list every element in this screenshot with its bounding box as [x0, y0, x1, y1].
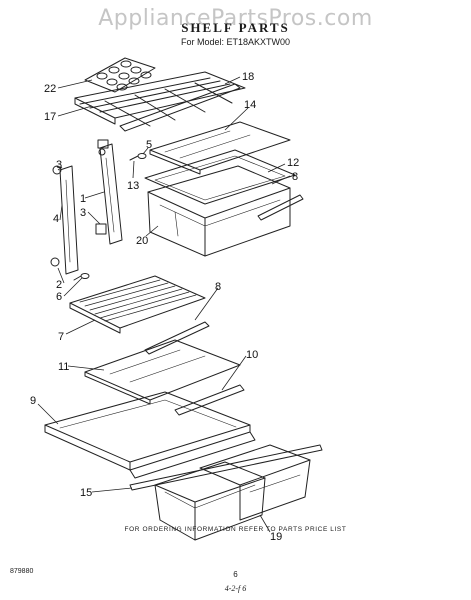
callout-5: 5: [146, 139, 152, 151]
shelf-rail-left: [59, 165, 79, 275]
crisper-drawer-right: [199, 444, 311, 521]
bracket-top: [97, 139, 109, 156]
callout-10: 10: [246, 349, 258, 361]
revision-mark: 4-2-f 6: [224, 584, 247, 593]
wire-shelf-7: [69, 275, 206, 334]
callout-14: 14: [244, 99, 256, 111]
callout-19: 19: [270, 531, 282, 543]
ordering-info: FOR ORDERING INFORMATION REFER TO PARTS …: [124, 526, 347, 533]
frame-strip-10: [174, 384, 245, 416]
callout-18: 18: [242, 71, 254, 83]
egg-tray: [84, 57, 156, 93]
callout-3-lower: 3: [80, 207, 86, 219]
callout-12: 12: [287, 157, 299, 169]
callout-13: 13: [127, 180, 139, 192]
trim-strip-8a: [257, 194, 304, 221]
crisper-pan-20: [147, 165, 291, 257]
callout-22: 22: [44, 83, 56, 95]
trim-strip-8b: [144, 321, 210, 355]
bracket-mid: [95, 223, 107, 235]
watermark: AppliancePartsPros.com: [98, 6, 373, 31]
callout-7: 7: [58, 331, 64, 343]
callout-2: 2: [56, 279, 62, 291]
shelf-rail-right: [99, 143, 123, 245]
bracket-left-bottom: [50, 257, 60, 267]
screw-5: [129, 153, 147, 161]
page-number: 6: [233, 570, 238, 579]
callout-6: 6: [56, 291, 62, 303]
wire-shelf-top: [74, 71, 246, 127]
frame-support: [129, 431, 256, 479]
diagram-title: SHELF PARTS: [181, 20, 290, 35]
callout-8-upper: 8: [292, 171, 298, 183]
callout-labels: 22 18 14 17 5 13 12 8 1 3 4 3 20 2 6 8 7…: [30, 71, 299, 543]
callout-4: 4: [53, 213, 59, 225]
glass-shelf-14: [149, 121, 291, 175]
callout-3-upper: 3: [56, 159, 62, 171]
callout-8-lower: 8: [215, 281, 221, 293]
screw-6: [73, 273, 90, 281]
bracket-left-top: [52, 165, 62, 175]
leader-lines: [37, 76, 291, 533]
callout-11: 11: [58, 361, 69, 373]
part-number: 879880: [10, 568, 34, 575]
shelf-frame-12: [144, 149, 296, 205]
trim-strip-18: [119, 83, 241, 132]
callout-20: 20: [136, 235, 148, 247]
callout-9: 9: [30, 395, 36, 407]
pan-cover-frame-9: [44, 391, 251, 471]
model-label: For Model: ET18AKXTW00: [180, 37, 291, 47]
callout-1: 1: [80, 193, 86, 205]
callout-17: 17: [44, 111, 56, 123]
callout-15: 15: [80, 487, 92, 499]
